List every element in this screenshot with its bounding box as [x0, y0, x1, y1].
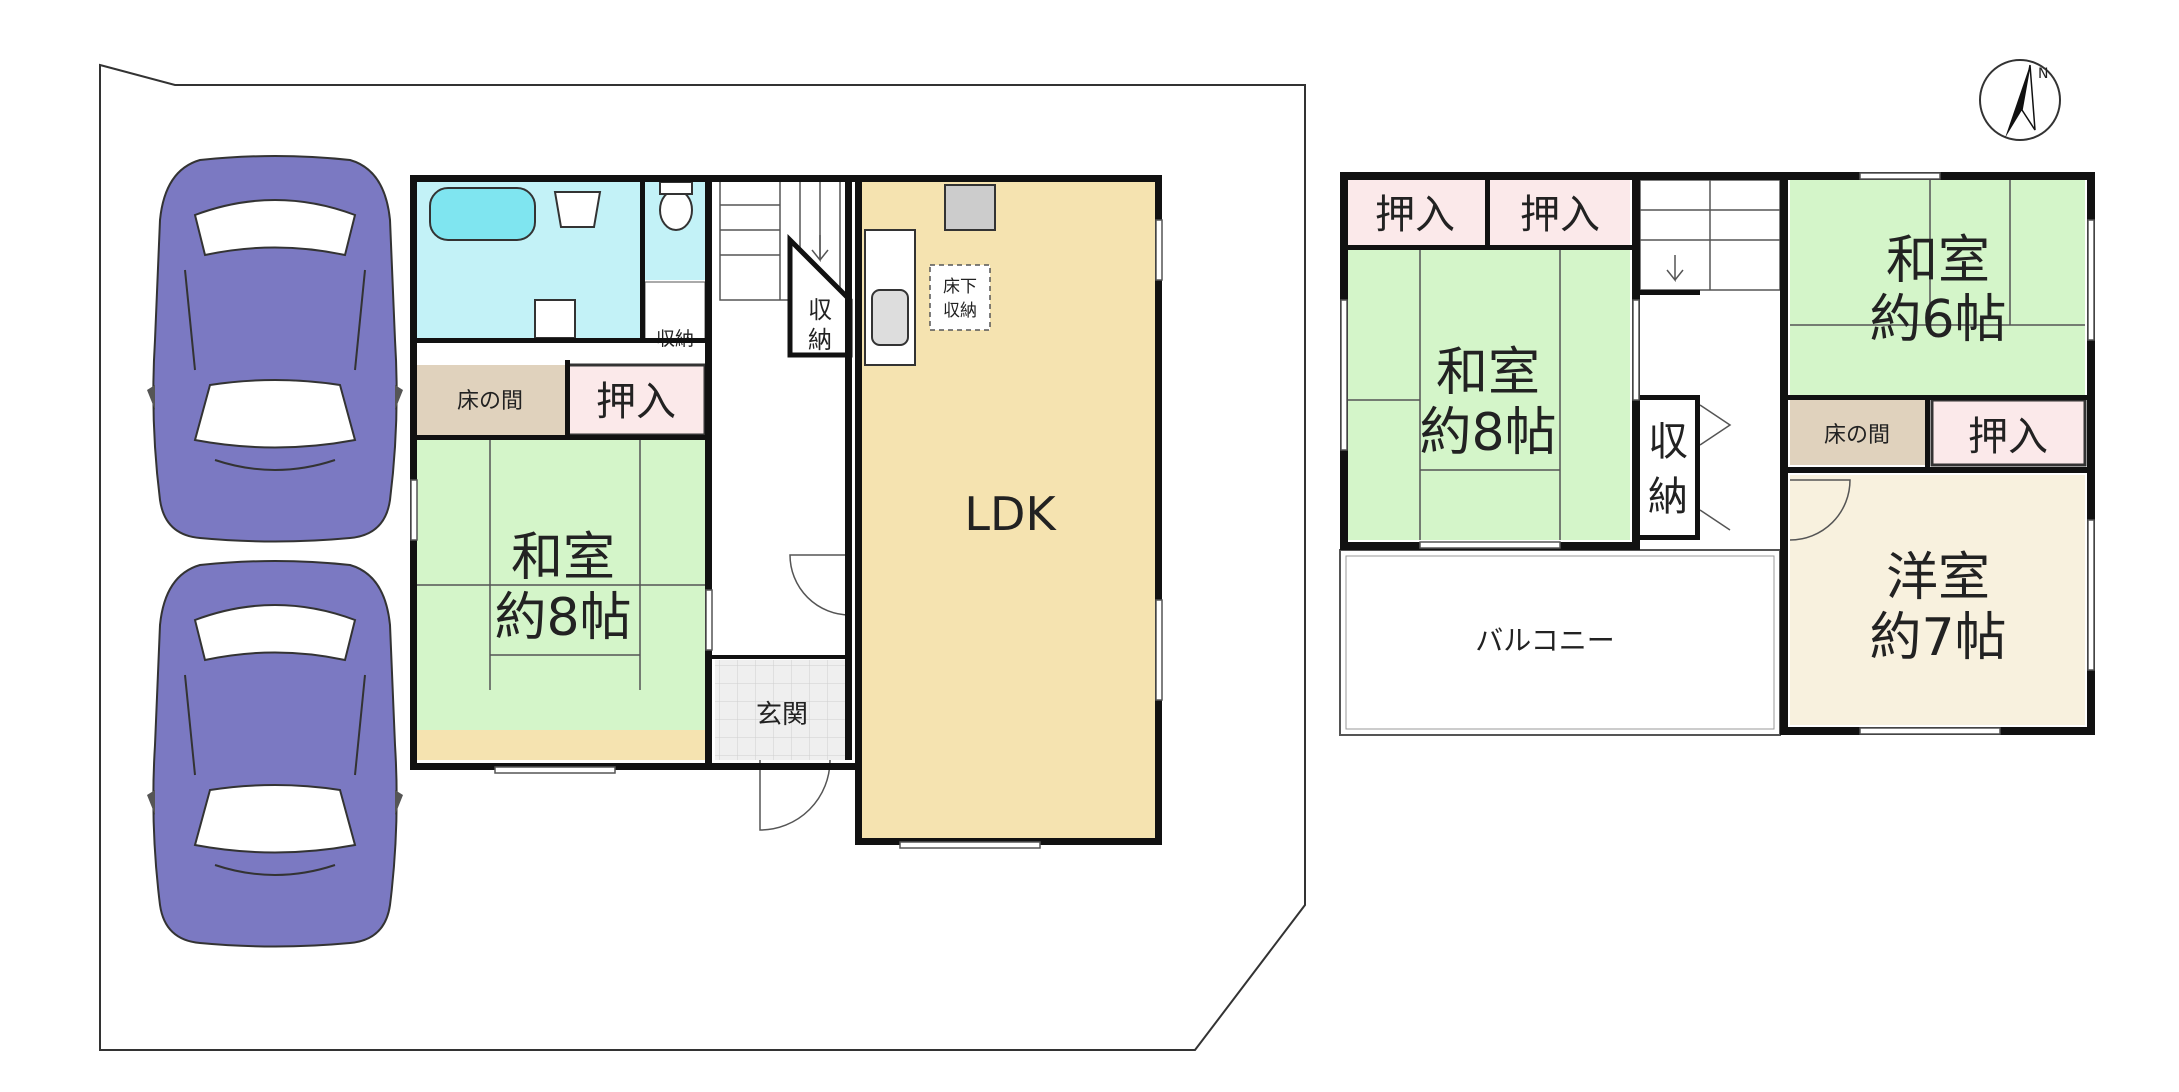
yoshitsu-7-size: 約7帖 — [1869, 608, 2006, 668]
compass-north-label: N — [2038, 66, 2048, 82]
ldk-label: LDK — [964, 487, 1057, 541]
toilet-icon — [659, 189, 693, 231]
car-icon — [147, 155, 403, 543]
yoshitsu-7 — [1790, 475, 2085, 725]
compass-icon: N — [1979, 59, 2061, 141]
genkan — [715, 660, 850, 760]
hall-door-swing — [789, 554, 851, 616]
engawa — [415, 730, 705, 760]
car-icon — [147, 560, 403, 948]
washitsu-8-floor1-size: 約8帖 — [494, 588, 631, 648]
lot-boundary — [99, 63, 1306, 1051]
yoshitsu-door-swing — [1789, 479, 1851, 541]
oshiire-2f-3-label: 押入 — [1968, 414, 2048, 460]
balcony — [1339, 549, 1781, 736]
storage-2f — [1640, 400, 1695, 535]
storage-2f-label-2: 納 — [1648, 474, 1688, 520]
washitsu-8-floor2-size: 約8帖 — [1419, 403, 1556, 463]
entrance-door-swing — [759, 759, 831, 831]
bathtub — [429, 187, 536, 241]
oshiire-label: 押入 — [596, 379, 676, 425]
tokonoma — [415, 365, 565, 435]
oshiire-2f-1 — [1345, 180, 1485, 245]
washitsu-6-floor2 — [1790, 180, 2085, 395]
stair-storage-label-2: 納 — [808, 326, 832, 354]
washitsu-6-floor2-name: 和室 — [1886, 231, 1990, 291]
storage-2f-label-1: 収 — [1648, 419, 1688, 465]
tokonoma-label: 床の間 — [457, 389, 523, 414]
genkan-label: 玄関 — [756, 700, 808, 730]
washer-icon — [534, 299, 576, 339]
washitsu-8-floor2 — [1345, 250, 1630, 540]
stair-storage-label-1: 収 — [808, 296, 832, 324]
washitsu-8-floor1-name: 和室 — [511, 528, 615, 588]
stairs-floor2 — [1639, 179, 1781, 291]
oshiire-2f-3 — [1930, 398, 2087, 467]
sink-icon-kitchen — [871, 289, 909, 346]
balcony-label: バルコニー — [1475, 624, 1614, 657]
washitsu-8-floor2-name: 和室 — [1436, 343, 1540, 403]
oshiire-2f-1-label: 押入 — [1375, 192, 1455, 238]
oshiire-2f-2-label: 押入 — [1520, 192, 1600, 238]
underfloor-storage-label-2: 収納 — [943, 301, 977, 321]
yoshitsu-7-name: 洋室 — [1886, 548, 1990, 608]
underfloor-storage-label-1: 床下 — [943, 277, 977, 297]
stove-icon — [944, 184, 996, 231]
tokonoma-2f — [1790, 400, 1925, 465]
storage-door-swing — [1699, 404, 1732, 531]
oshiire-2f-2 — [1490, 180, 1630, 245]
walls-floor1 — [410, 175, 1162, 845]
underfloor-storage — [929, 264, 991, 331]
tokonoma-2f-label: 床の間 — [1824, 423, 1890, 448]
sink-icon — [553, 191, 602, 228]
washitsu-6-floor2-size: 約6帖 — [1869, 290, 2006, 350]
